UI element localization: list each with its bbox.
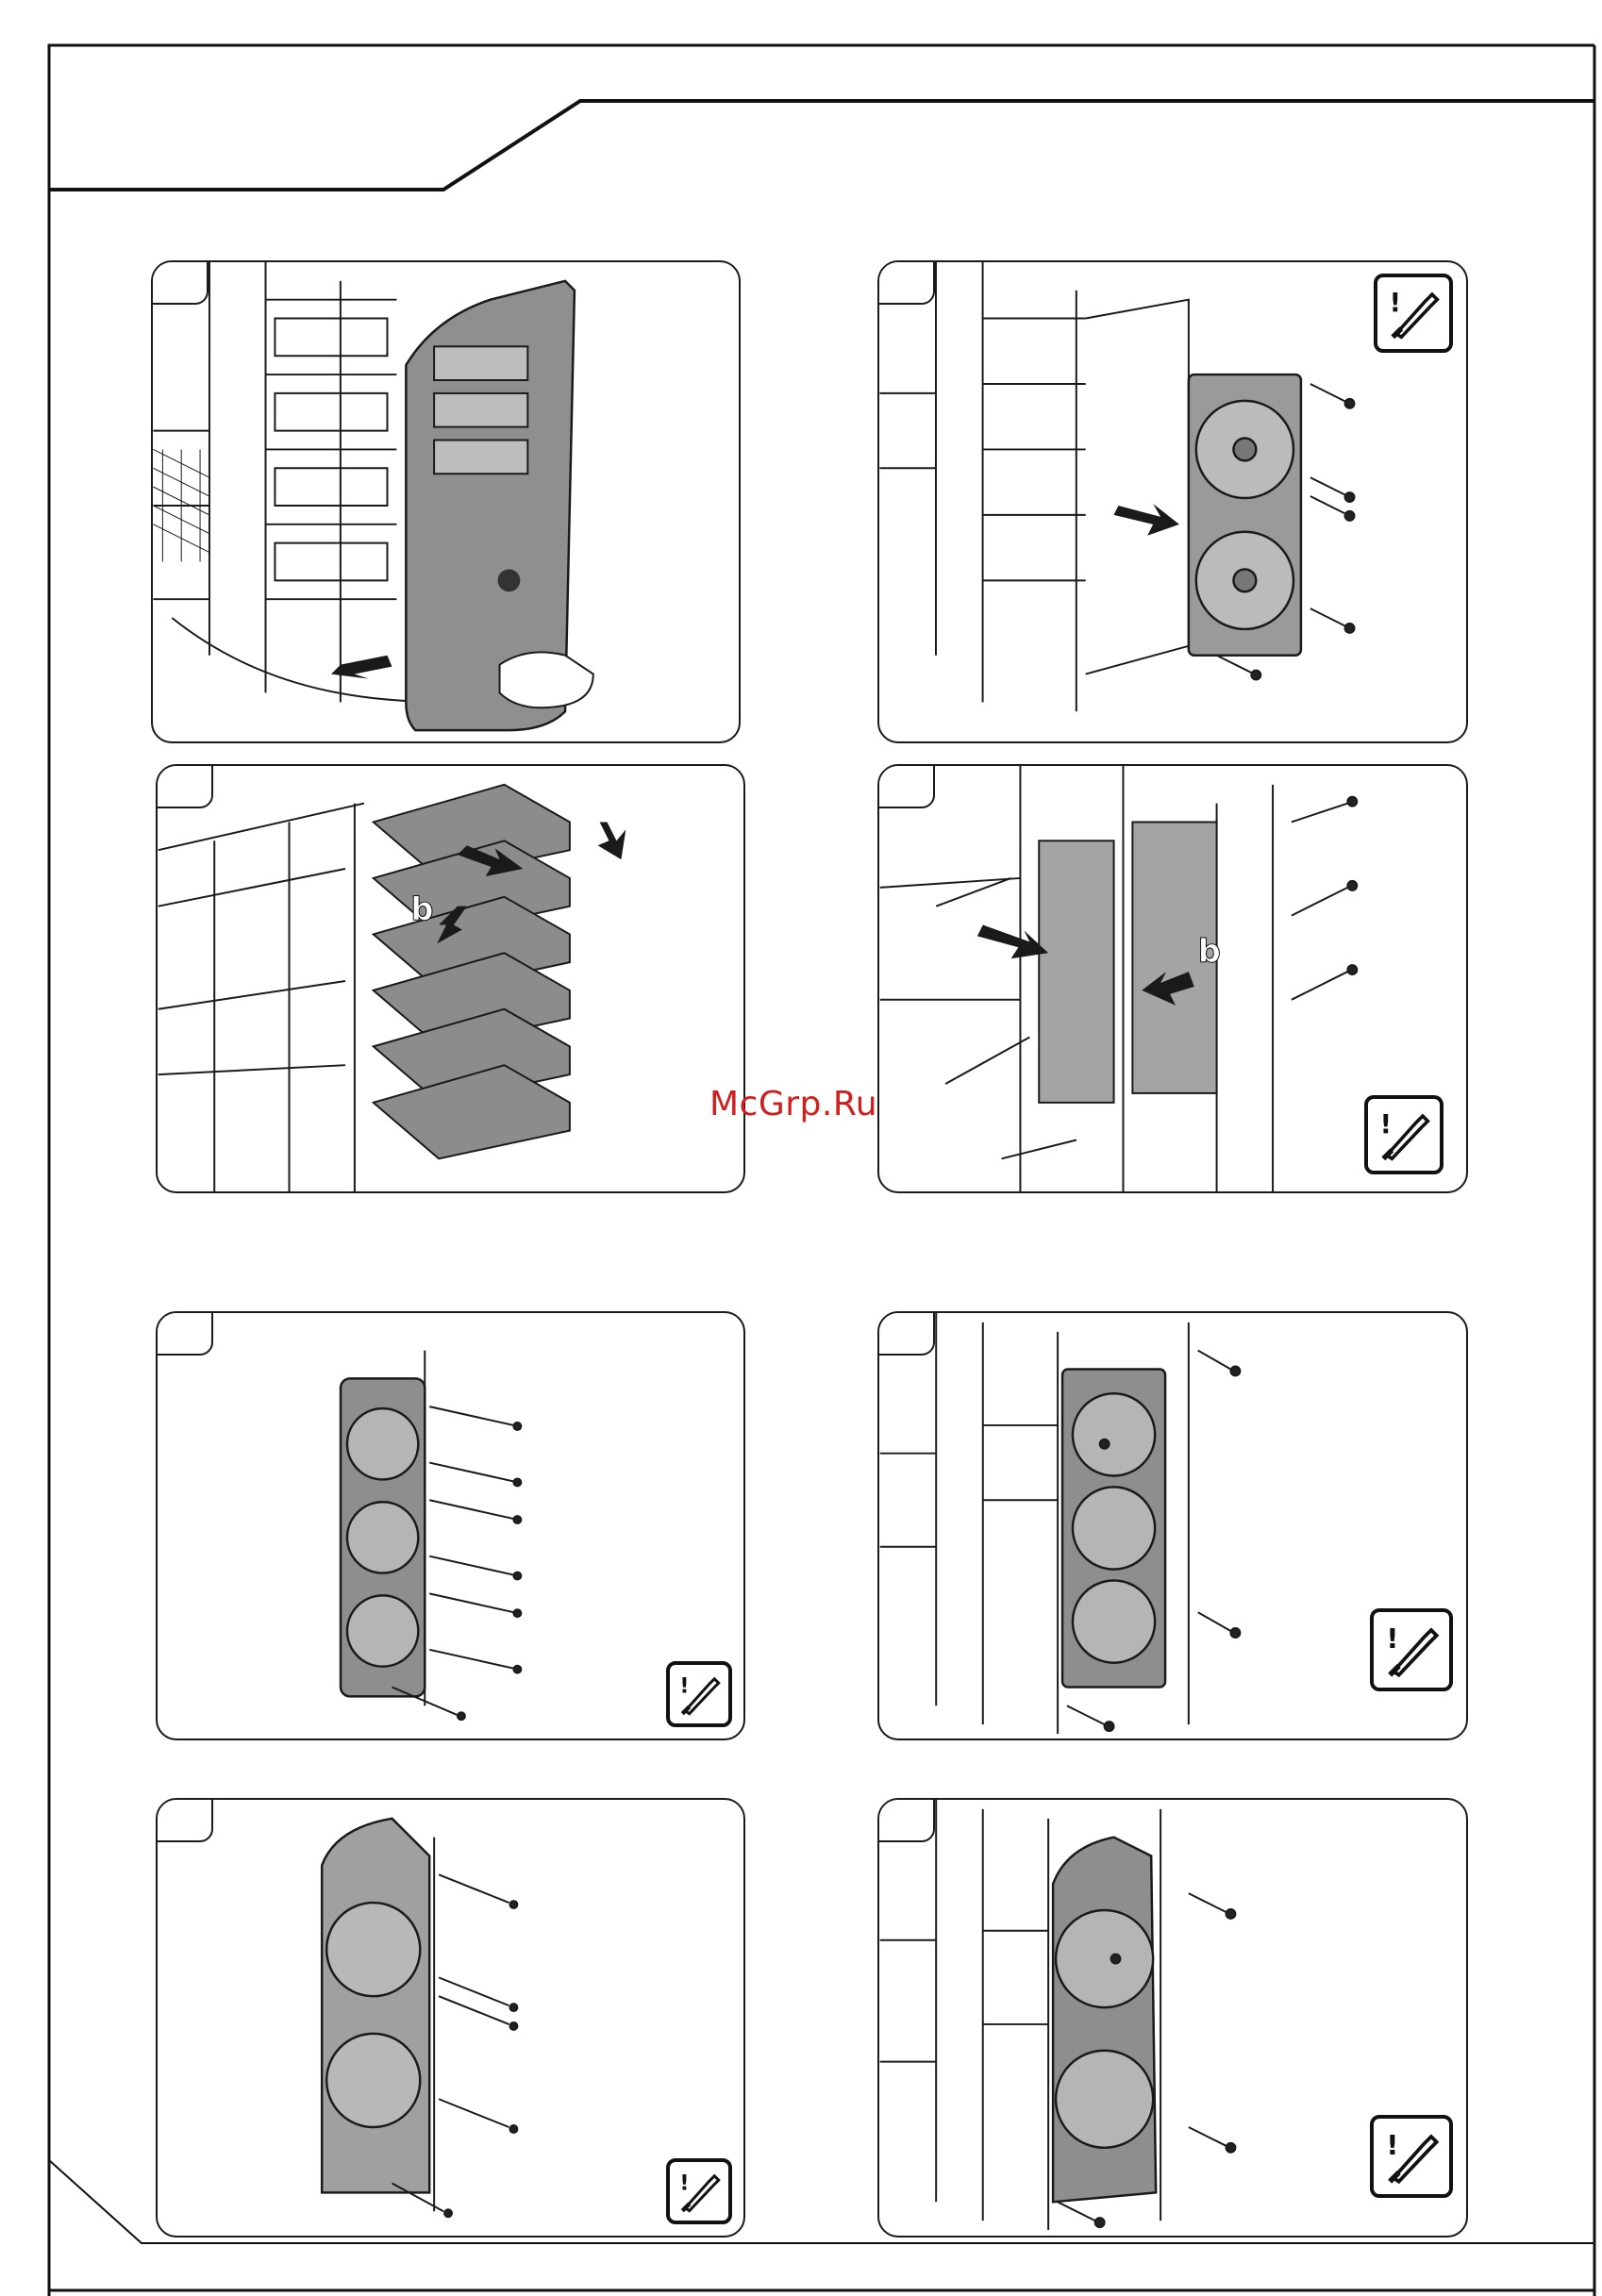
case-illustration: b [158, 766, 743, 1191]
triple-fan [1062, 1369, 1165, 1687]
hand-illustration [500, 652, 593, 707]
svg-text:!: ! [1386, 1622, 1398, 1655]
screwdriver-icon: ! [1370, 1608, 1453, 1691]
step-panel-3: b [156, 764, 745, 1193]
screwdriver-icon: ! [666, 2158, 732, 2224]
drive-cage [1039, 822, 1216, 1102]
svg-text:!: ! [679, 2171, 689, 2196]
screwdriver-icon: ! [1364, 1095, 1443, 1174]
screwdriver-icon: ! [1374, 274, 1453, 353]
screwdriver-icon: ! [1370, 2115, 1453, 2198]
step-panel-1 [151, 260, 741, 743]
dual-fan [322, 1819, 429, 2193]
svg-text:!: ! [1386, 2129, 1398, 2161]
step-panel-2: ! [877, 260, 1468, 743]
case-illustration [153, 262, 739, 741]
svg-text:!: ! [679, 1674, 689, 1699]
watermark-text: McGrp.Ru [709, 1085, 877, 1123]
insert-arrow [1113, 504, 1178, 536]
press-arrow [598, 822, 626, 859]
svg-text:!: ! [1390, 289, 1401, 318]
fan-unit [1189, 374, 1301, 656]
label-b: b [1198, 933, 1221, 970]
step-panel-6: ! [877, 1311, 1468, 1740]
triple-fan [341, 1378, 425, 1696]
step-panel-7: ! [156, 1798, 745, 2238]
drive-trays [374, 785, 570, 1158]
step-panel-8: ! [877, 1798, 1468, 2238]
remove-arrow [977, 925, 1048, 959]
step-panel-5: ! [156, 1311, 745, 1740]
dual-fan [1053, 1838, 1156, 2203]
step-panel-4: b ! [877, 764, 1468, 1193]
screwdriver-icon: ! [666, 1661, 732, 1727]
fan-bracket-illustration [158, 1800, 743, 2236]
fan-bracket-illustration [158, 1313, 743, 1739]
svg-text:!: ! [1380, 1110, 1392, 1140]
label-b: b [410, 891, 433, 928]
